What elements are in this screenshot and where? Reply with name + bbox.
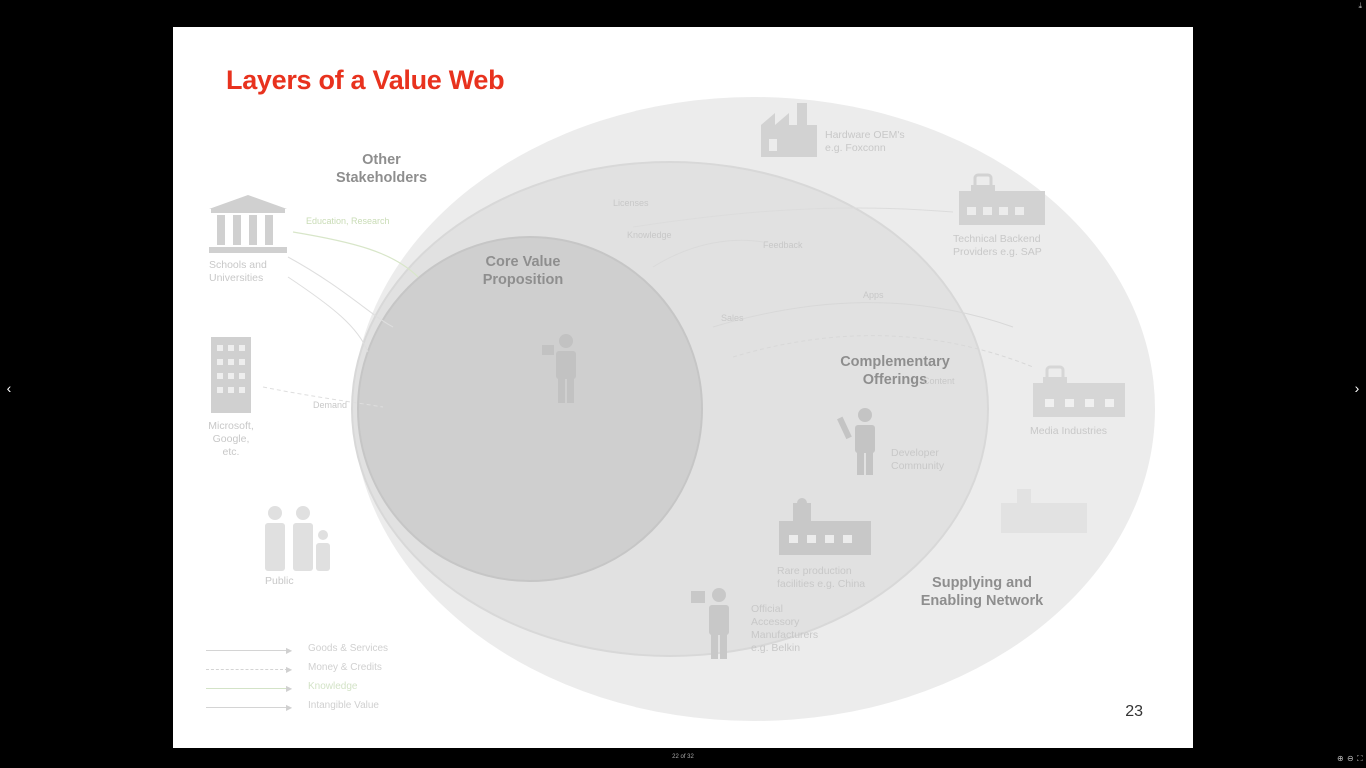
legend-goods: ▶ Goods & Services	[206, 643, 396, 657]
connector-lines	[262, 207, 1034, 408]
faint-factory-icon	[1001, 489, 1087, 533]
legend-line-green	[206, 688, 288, 689]
next-slide-arrow-icon[interactable]: ›	[1354, 380, 1360, 396]
media-industries-label: Media Industries	[1030, 425, 1108, 437]
legend-arrow-icon: ▶	[286, 684, 293, 693]
supplying-network-text: Supplying and Enabling Network	[920, 575, 1044, 609]
other-stakeholders-label: Other Stakeholders	[319, 151, 444, 187]
developer-person-icon	[837, 408, 875, 475]
legend-arrow-icon: ▶	[286, 665, 293, 674]
zoom-out-icon[interactable]: ⊖	[1347, 754, 1354, 763]
page-indicator: 22 of 32	[672, 754, 694, 760]
edge-label-licenses: Licenses	[613, 198, 649, 208]
official-accessory-label: Official Accessory Manufacturers e.g. Be…	[751, 603, 819, 654]
edge-label-feedback: Feedback	[763, 240, 803, 250]
download-icon[interactable]: ⤓	[1358, 1, 1362, 10]
rare-production-label: Rare production facilities e.g. China	[777, 565, 866, 590]
slide-title: Layers of a Value Web	[226, 65, 505, 95]
complementary-offerings-label: Complementary Offerings	[825, 353, 965, 389]
schools-label: Schools and Universities	[209, 259, 267, 284]
supplying-network-label: Supplying and Enabling Network	[908, 574, 1056, 610]
fit-screen-icon[interactable]: ⛶	[1357, 754, 1363, 763]
hardware-oems-label: Hardware OEM's e.g. Foxconn	[825, 129, 905, 154]
legend-intangible: ▶ Intangible Value	[206, 700, 396, 714]
prev-slide-arrow-icon[interactable]: ‹	[6, 380, 12, 396]
legend-text-knowledge: Knowledge	[308, 681, 358, 692]
microsoft-google-label: Microsoft, Google, etc.	[208, 420, 254, 458]
edge-label-demand: Demand	[313, 400, 348, 410]
edge-label-apps: Apps	[863, 290, 884, 300]
core-person-icon	[542, 334, 576, 403]
edge-label-knowledge: Knowledge	[627, 230, 672, 240]
legend-knowledge: ▶ Knowledge	[206, 681, 396, 695]
legend-text-intangible: Intangible Value	[308, 700, 379, 711]
media-factory-icon	[1033, 365, 1125, 417]
legend-line-dashed	[206, 669, 288, 670]
office-tower-icon	[211, 337, 251, 413]
legend-text-money: Money & Credits	[308, 662, 382, 673]
slide-page-number: 23	[1125, 703, 1143, 720]
legend-money: ▶ Money & Credits	[206, 662, 396, 676]
developer-community-label: Developer Community	[891, 447, 945, 472]
presentation-slide: Layers of a Value Web Other Stakeholders…	[173, 27, 1193, 748]
production-factory-icon	[779, 498, 871, 555]
complementary-offerings-text: Complementary Offerings	[840, 354, 950, 388]
core-value-ring	[357, 236, 703, 582]
legend-line-intangible	[206, 707, 288, 708]
core-value-proposition-label: Core Value Proposition	[463, 253, 583, 289]
edge-label-education: Education, Research	[306, 216, 390, 226]
technical-backend-label: Technical Backend Providers e.g. SAP	[953, 233, 1042, 258]
accessory-person-icon	[691, 588, 729, 659]
edge-label-content: Content	[923, 376, 955, 386]
family-icon	[265, 506, 330, 571]
legend-text-goods: Goods & Services	[308, 643, 389, 654]
locked-factory-icon	[959, 173, 1045, 225]
public-label: Public	[265, 575, 294, 587]
zoom-in-icon[interactable]: ⊕	[1337, 754, 1344, 763]
other-stakeholders-text: Other Stakeholders	[335, 152, 428, 186]
legend-line-solid	[206, 650, 288, 651]
factory-icon	[761, 103, 817, 157]
school-building-icon	[209, 195, 287, 253]
core-value-proposition-text: Core Value Proposition	[482, 254, 564, 288]
edge-label-sales: Sales	[721, 313, 744, 323]
legend-arrow-icon: ▶	[286, 646, 293, 655]
legend-arrow-icon: ▶	[286, 703, 293, 712]
